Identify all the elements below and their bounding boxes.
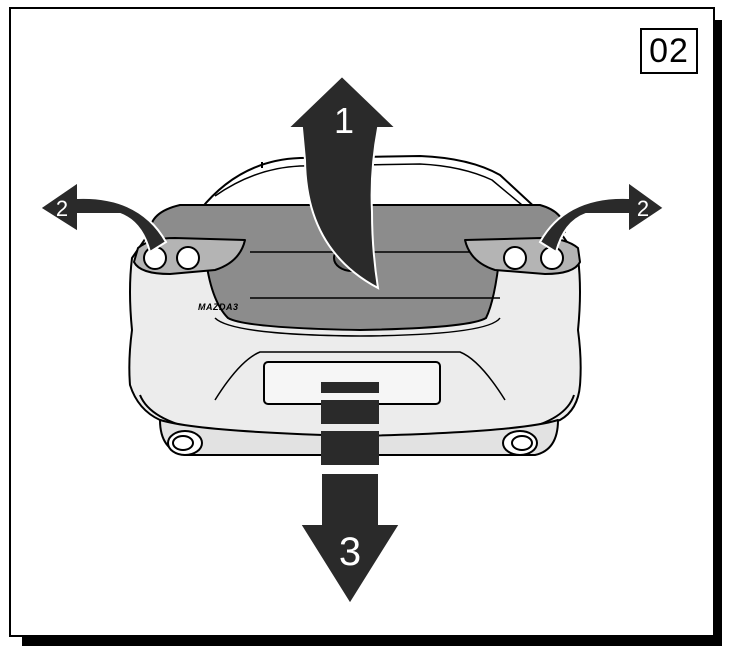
arrow-3-dash-2	[321, 400, 379, 424]
tail-lamp-left-ring	[143, 246, 167, 270]
arrow-1-shape	[285, 74, 399, 290]
arrow-2-left-label: 2	[56, 196, 68, 221]
arrow-tail-lamp-right: 2	[538, 180, 666, 254]
arrow-3-dash-3	[321, 431, 379, 465]
arrow-pull-down: 3	[298, 382, 402, 606]
arrow-3-shape	[298, 472, 402, 606]
arrow-1-label: 1	[334, 100, 354, 141]
car-illustration: MAZDA3	[128, 155, 582, 456]
arrow-lift-trunk: 1	[285, 74, 399, 290]
trunk-lower-edge	[214, 317, 501, 337]
exhaust-left	[167, 430, 203, 456]
arrow-3-label: 3	[339, 530, 361, 574]
arrow-2-right-shape	[538, 180, 666, 254]
brand-badge: MAZDA3	[198, 302, 239, 312]
exhaust-right	[502, 430, 538, 456]
arrow-tail-lamp-left: 2	[38, 180, 168, 254]
tail-lamp-left-ring-inner	[176, 246, 200, 270]
step-number-badge: 02	[640, 28, 698, 74]
arrow-3-dash-1	[321, 382, 379, 393]
arrow-2-right-label: 2	[637, 196, 649, 221]
arrow-2-left-shape	[38, 180, 168, 254]
license-plate-recess	[214, 351, 506, 401]
tail-lamp-right-ring-inner	[503, 246, 527, 270]
